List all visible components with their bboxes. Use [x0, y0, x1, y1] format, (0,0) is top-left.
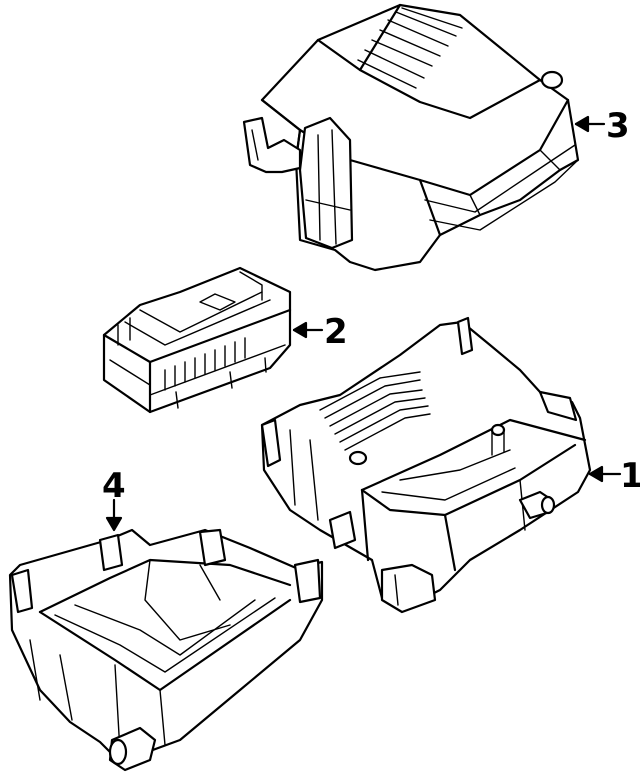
arrowhead-3 [574, 115, 590, 133]
callout-1: 1 [620, 456, 640, 496]
callout-4: 4 [102, 466, 126, 506]
part-3-top-cover [242, 3, 580, 272]
leader-lines [105, 115, 622, 532]
callout-2: 2 [324, 312, 348, 352]
arrowhead-4 [105, 516, 123, 532]
callout-3: 3 [606, 106, 630, 146]
part-1-main-housing [260, 316, 592, 614]
part-2-fuse-block [102, 266, 292, 414]
part-4-lower-tray [8, 528, 324, 772]
arrowhead-1 [588, 465, 604, 483]
arrowhead-2 [292, 321, 308, 339]
